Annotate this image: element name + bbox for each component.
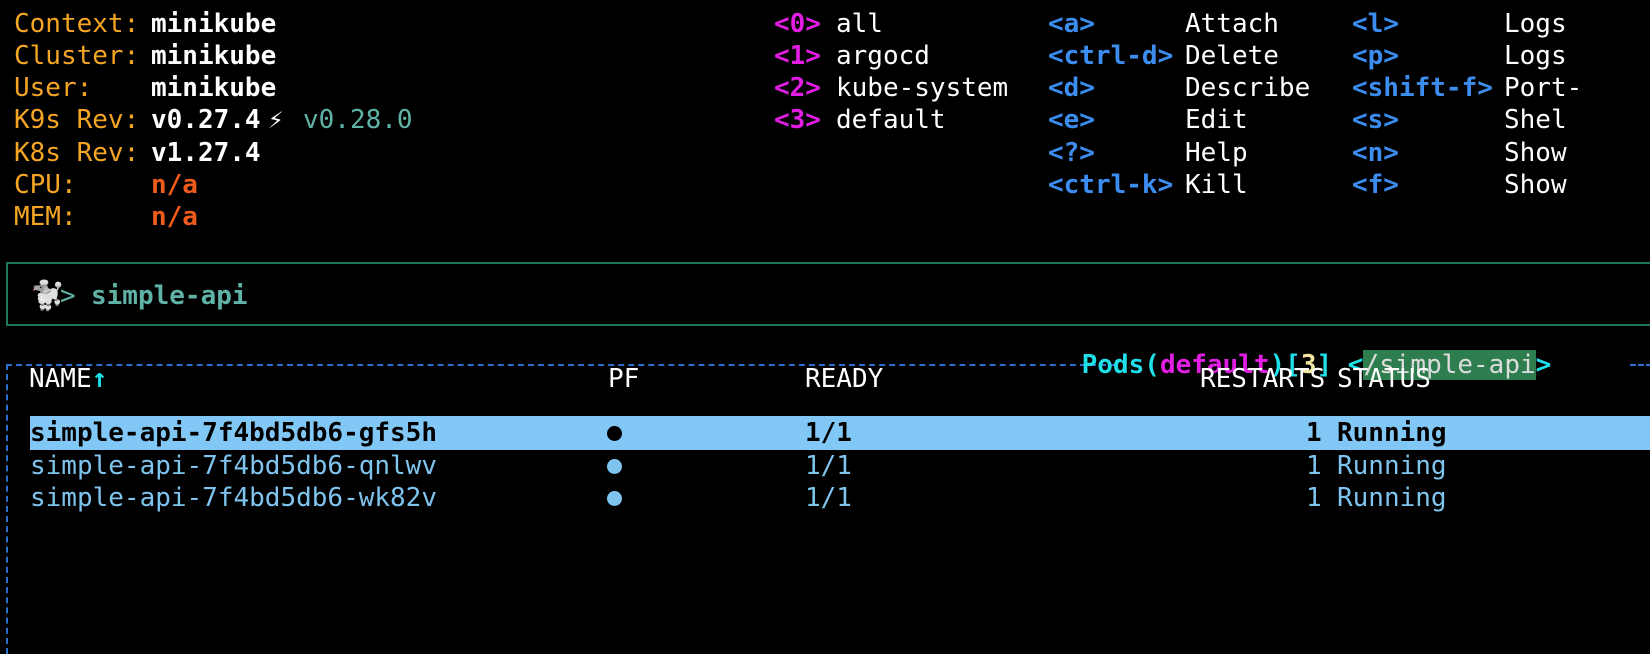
cpu-value: n/a [151,170,198,200]
pod-restarts: 1 [1306,483,1322,513]
shortcut-delete[interactable]: Delete [1185,41,1279,71]
shortcut-logs[interactable]: Logs [1504,9,1567,39]
shortcut-key-edit[interactable]: <e> [1048,105,1095,135]
port-forward-dot-icon [607,491,622,506]
shortcut-key-help[interactable]: <?> [1048,138,1095,168]
table-title: Pods(default)[3] </simple-api> [1081,350,1552,380]
column-name[interactable]: NAME↑ [29,364,108,394]
shortcut-key-kill[interactable]: <ctrl-k> [1048,170,1174,200]
port-forward-dot-icon [607,426,622,441]
shortcut-show-pf[interactable]: Show [1504,170,1567,200]
shortcut-key-port-forward[interactable]: <shift-f> [1352,73,1493,103]
column-pf[interactable]: PF [608,364,640,394]
pod-name: simple-api-7f4bd5db6-gfs5h [30,418,437,448]
table-frame-left [6,364,8,654]
namespace-all[interactable]: all [836,9,883,39]
user-value: minikube [151,73,277,103]
shortcut-edit[interactable]: Edit [1185,105,1248,135]
context-value: minikube [151,9,277,39]
cluster-label: Cluster: [14,41,140,71]
command-input[interactable]: simple-api [91,281,248,311]
shortcut-key-logs[interactable]: <l> [1352,9,1399,39]
k8s-rev-value: v1.27.4 [151,138,261,168]
shortcut-key-delete[interactable]: <ctrl-d> [1048,41,1174,71]
shortcut-shell[interactable]: Shel [1504,105,1567,135]
table-row-selected[interactable] [30,416,1650,450]
cluster-value: minikube [151,41,277,71]
shortcut-key-attach[interactable]: <a> [1048,9,1095,39]
cpu-label: CPU: [14,170,77,200]
sort-asc-icon: ↑ [91,364,108,394]
shortcut-attach[interactable]: Attach [1185,9,1279,39]
port-forward-dot-icon [607,459,622,474]
table-filter: /simple-api [1363,350,1536,380]
user-label: User: [14,73,93,103]
namespace-key-2[interactable]: <2> [774,73,821,103]
pod-ready: 1/1 [805,451,852,481]
mem-label: MEM: [14,202,77,232]
resource-name: Pods [1081,350,1145,380]
pod-restarts: 1 [1306,418,1322,448]
pod-ready: 1/1 [805,418,852,448]
column-ready[interactable]: READY [805,364,884,394]
namespace-key-0[interactable]: <0> [774,9,821,39]
column-status[interactable]: STATUS [1337,364,1431,394]
table-frame-top-right [1630,364,1650,366]
mem-value: n/a [151,202,198,232]
column-restarts[interactable]: RESTARTS [1200,364,1326,394]
namespace-kube-system[interactable]: kube-system [836,73,1009,103]
shortcut-help[interactable]: Help [1185,138,1248,168]
shortcut-describe[interactable]: Describe [1185,73,1311,103]
k9s-rev-value: v0.27.4 [151,105,261,135]
context-label: Context: [14,9,140,39]
k9s-update-version: v0.28.0 [303,105,413,135]
shortcut-show-node[interactable]: Show [1504,138,1567,168]
pod-status: Running [1337,483,1447,513]
pod-ready: 1/1 [805,483,852,513]
k9s-rev-label: K9s Rev: [14,105,140,135]
pod-name: simple-api-7f4bd5db6-qnlwv [30,451,437,481]
namespace-argocd[interactable]: argocd [836,41,930,71]
pod-name: simple-api-7f4bd5db6-wk82v [30,483,437,513]
table-namespace: default [1159,350,1270,380]
k8s-rev-label: K8s Rev: [14,138,140,168]
pod-status: Running [1337,451,1447,481]
pod-restarts: 1 [1306,451,1322,481]
lightning-icon: ⚡ [268,105,284,135]
prompt-caret: > [60,281,76,311]
namespace-key-3[interactable]: <3> [774,105,821,135]
pod-status: Running [1337,418,1447,448]
namespace-key-1[interactable]: <1> [774,41,821,71]
shortcut-port-forward[interactable]: Port- [1504,73,1583,103]
namespace-default[interactable]: default [836,105,946,135]
shortcut-key-shell[interactable]: <s> [1352,105,1399,135]
shortcut-logs-previous[interactable]: Logs [1504,41,1567,71]
command-prompt-box[interactable] [6,262,1650,326]
shortcut-key-logs-previous[interactable]: <p> [1352,41,1399,71]
poodle-icon: 🐩 [30,279,65,312]
pod-count: 3 [1300,350,1317,380]
shortcut-kill[interactable]: Kill [1185,170,1248,200]
shortcut-key-describe[interactable]: <d> [1048,73,1095,103]
shortcut-key-show-pf[interactable]: <f> [1352,170,1399,200]
shortcut-key-show-node[interactable]: <n> [1352,138,1399,168]
table-frame-top [6,364,1116,366]
